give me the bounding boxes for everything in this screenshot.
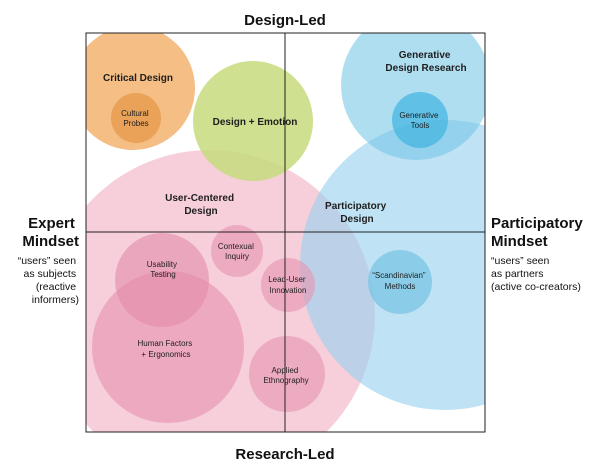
- participatory-design-label-line: Participatory: [325, 201, 387, 212]
- cultural-probes-label: Cultural Probes: [121, 109, 151, 128]
- contextual-inquiry-label-line: Contexual: [218, 242, 254, 251]
- participatory-design-label-line: Design: [340, 214, 373, 225]
- design-emotion-label: Design + Emotion: [213, 117, 298, 128]
- scandinavian-methods-bubble: [368, 250, 432, 314]
- design-emotion-bubble: [193, 61, 313, 181]
- left-axis-title-line: Mindset: [22, 233, 79, 250]
- right-axis-note-line: (active co-creators): [491, 281, 581, 293]
- left-axis-note-line: as subjects: [24, 268, 77, 280]
- participatory-design-label: Participatory Design: [325, 201, 389, 225]
- applied-ethnography-label-line: Applied: [272, 366, 299, 375]
- right-axis-title-line: Mindset: [491, 233, 548, 250]
- user-centered-design-label-line: Design: [184, 206, 217, 217]
- lead-user-innovation-label: Lead-User Innovation: [268, 275, 308, 295]
- contextual-inquiry-bubble: [211, 225, 263, 277]
- critical-design-label-line: Critical Design: [103, 73, 173, 84]
- cultural-probes-label-line: Probes: [123, 119, 148, 128]
- user-centered-design-label-line: User-Centered: [165, 193, 234, 204]
- right-axis-note: “users” seen as partners (active co-crea…: [491, 255, 581, 293]
- human-factors-ergonomics-label-line: + Ergonomics: [141, 350, 190, 359]
- right-axis-note-line: as partners: [491, 268, 544, 280]
- scandinavian-methods-label-line: Methods: [385, 282, 416, 291]
- applied-ethnography-bubble: [249, 336, 325, 412]
- lead-user-innovation-bubble: [261, 258, 315, 312]
- generative-tools-bubble: [392, 92, 448, 148]
- left-axis-note-line: (reactive: [36, 281, 76, 293]
- scandinavian-methods-label-line: “Scandinavian”: [372, 271, 426, 280]
- cultural-probes-label-line: Cultural: [121, 109, 149, 118]
- left-axis-note: “users” seen as subjects (reactive infor…: [18, 255, 79, 306]
- lead-user-innovation-label-line: Innovation: [270, 286, 307, 295]
- cultural-probes-bubble: [111, 93, 161, 143]
- contextual-inquiry-label-line: Inquiry: [225, 252, 249, 261]
- design-emotion-label-line: Design + Emotion: [213, 117, 298, 128]
- left-axis-title: Expert Mindset: [22, 215, 79, 250]
- right-axis-title-line: Participatory: [491, 215, 583, 232]
- usability-testing-label-line: Testing: [150, 270, 175, 279]
- usability-testing-label-line: Usability: [147, 260, 177, 269]
- lead-user-innovation-label-line: Lead-User: [268, 275, 306, 284]
- generative-design-research-label-line: Design Research: [385, 63, 466, 74]
- user-centered-design-label: User-Centered Design: [165, 193, 237, 217]
- left-axis-note-line: “users” seen: [18, 255, 77, 267]
- applied-ethnography-label-line: Ethnography: [263, 376, 308, 385]
- scandinavian-methods-label: “Scandinavian” Methods: [372, 271, 428, 291]
- left-axis-note-line: informers): [32, 294, 79, 306]
- human-factors-ergonomics-label: Human Factors + Ergonomics: [138, 339, 195, 359]
- contextual-inquiry-label: Contexual Inquiry: [218, 242, 256, 261]
- generative-design-research-label-line: Generative: [399, 50, 451, 61]
- generative-tools-label: Generative Tools: [399, 111, 440, 130]
- bottom-axis-label: Research-Led: [235, 446, 334, 463]
- right-axis-title: Participatory Mindset: [491, 215, 587, 250]
- left-axis-title-line: Expert: [28, 215, 75, 232]
- critical-design-label: Critical Design: [103, 73, 173, 84]
- human-factors-ergonomics-label-line: Human Factors: [138, 339, 193, 348]
- right-axis-note-line: “users” seen: [491, 255, 550, 267]
- applied-ethnography-label: Applied Ethnography: [263, 366, 308, 385]
- top-axis-label: Design-Led: [244, 12, 326, 29]
- human-factors-ergonomics-bubble: [92, 271, 244, 423]
- generative-tools-label-line: Tools: [411, 121, 430, 130]
- bubbles-layer: [86, 33, 485, 432]
- generative-design-research-label: Generative Design Research: [385, 50, 466, 74]
- usability-testing-label: Usability Testing: [147, 260, 179, 279]
- generative-tools-label-line: Generative: [399, 111, 439, 120]
